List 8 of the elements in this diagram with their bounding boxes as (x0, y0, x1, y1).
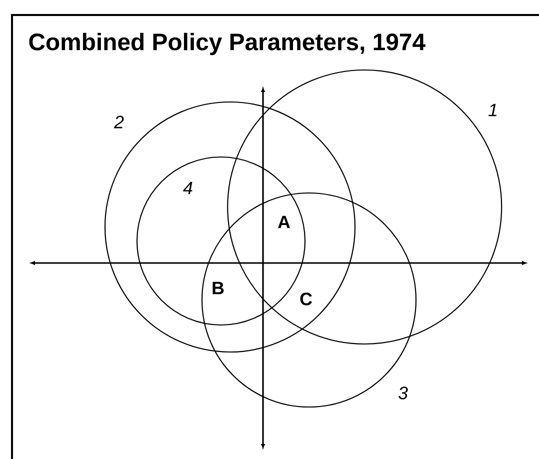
region-label: B (212, 282, 224, 294)
circle-number: 1 (488, 104, 496, 116)
circle (201, 192, 417, 408)
circle (227, 69, 502, 345)
circle-number: 2 (114, 116, 124, 128)
title: Combined Policy Parameters, 1974 (29, 32, 426, 56)
region-label: A (278, 216, 290, 228)
circle-number: 3 (398, 386, 408, 400)
